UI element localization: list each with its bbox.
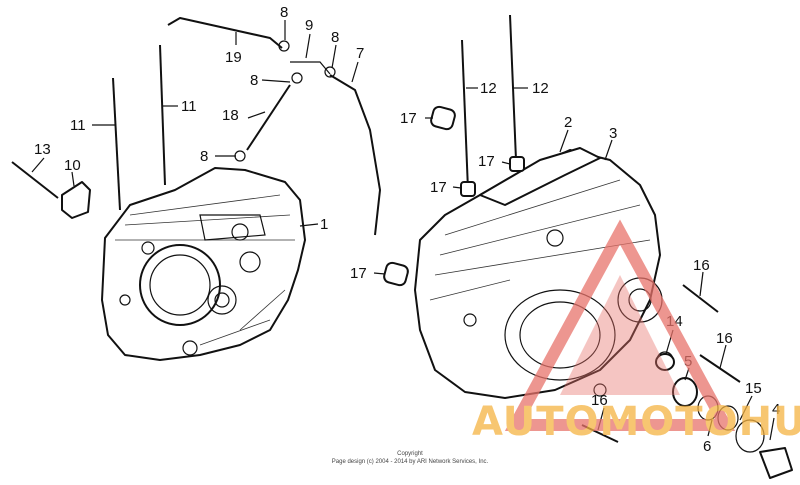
- callout-8-b: 8: [331, 29, 339, 46]
- callout-8-c: 8: [250, 72, 258, 89]
- bracket-10: [61, 181, 91, 219]
- callout-19: 19: [225, 49, 242, 66]
- callout-13: 13: [34, 141, 51, 158]
- breather-hoses: [167, 17, 381, 236]
- callout-16-c: 16: [591, 392, 608, 409]
- callout-16-a: 16: [693, 257, 710, 274]
- callout-17-a: 17: [400, 110, 417, 127]
- callout-9: 9: [305, 17, 313, 34]
- callout-11-a: 11: [70, 117, 86, 134]
- callout-1: 1: [320, 216, 328, 233]
- leader-lines: [31, 20, 775, 441]
- callout-11-b: 11: [181, 98, 197, 115]
- callout-17-b: 17: [478, 153, 495, 170]
- callout-12-b: 12: [532, 80, 549, 97]
- callout-3: 3: [609, 125, 617, 142]
- automotohub-watermark: AUTOMOTOHUB: [472, 219, 800, 445]
- callout-6: 6: [703, 438, 711, 455]
- copyright-line-1: Copyright: [397, 451, 423, 457]
- dowel-pins-17: [383, 105, 525, 287]
- watermark-triangle: [504, 219, 736, 431]
- callout-17-d: 17: [350, 265, 367, 282]
- left-crankcase-half: [101, 167, 306, 361]
- copyright-line-2: Page design (c) 2004 - 2014 by ARI Netwo…: [331, 459, 489, 465]
- callout-8-d: 8: [200, 148, 208, 165]
- callout-15: 15: [745, 380, 762, 397]
- callout-18: 18: [222, 107, 239, 124]
- callout-2: 2: [564, 114, 572, 131]
- callout-10: 10: [64, 157, 81, 174]
- oil-filter-parts: [655, 353, 793, 479]
- bolt-13: [11, 161, 59, 199]
- copyright-notice: Copyright Page design (c) 2004 - 2014 by…: [300, 450, 520, 466]
- cylinder-studs: [112, 14, 517, 211]
- callout-7: 7: [356, 45, 364, 62]
- callout-4: 4: [772, 401, 780, 418]
- callout-16-b: 16: [716, 330, 733, 347]
- callout-8-a: 8: [280, 4, 288, 21]
- callout-12-a: 12: [480, 80, 497, 97]
- callout-17-c: 17: [430, 179, 447, 196]
- watermark-brand-text: AUTOMOTOHUB: [472, 399, 800, 445]
